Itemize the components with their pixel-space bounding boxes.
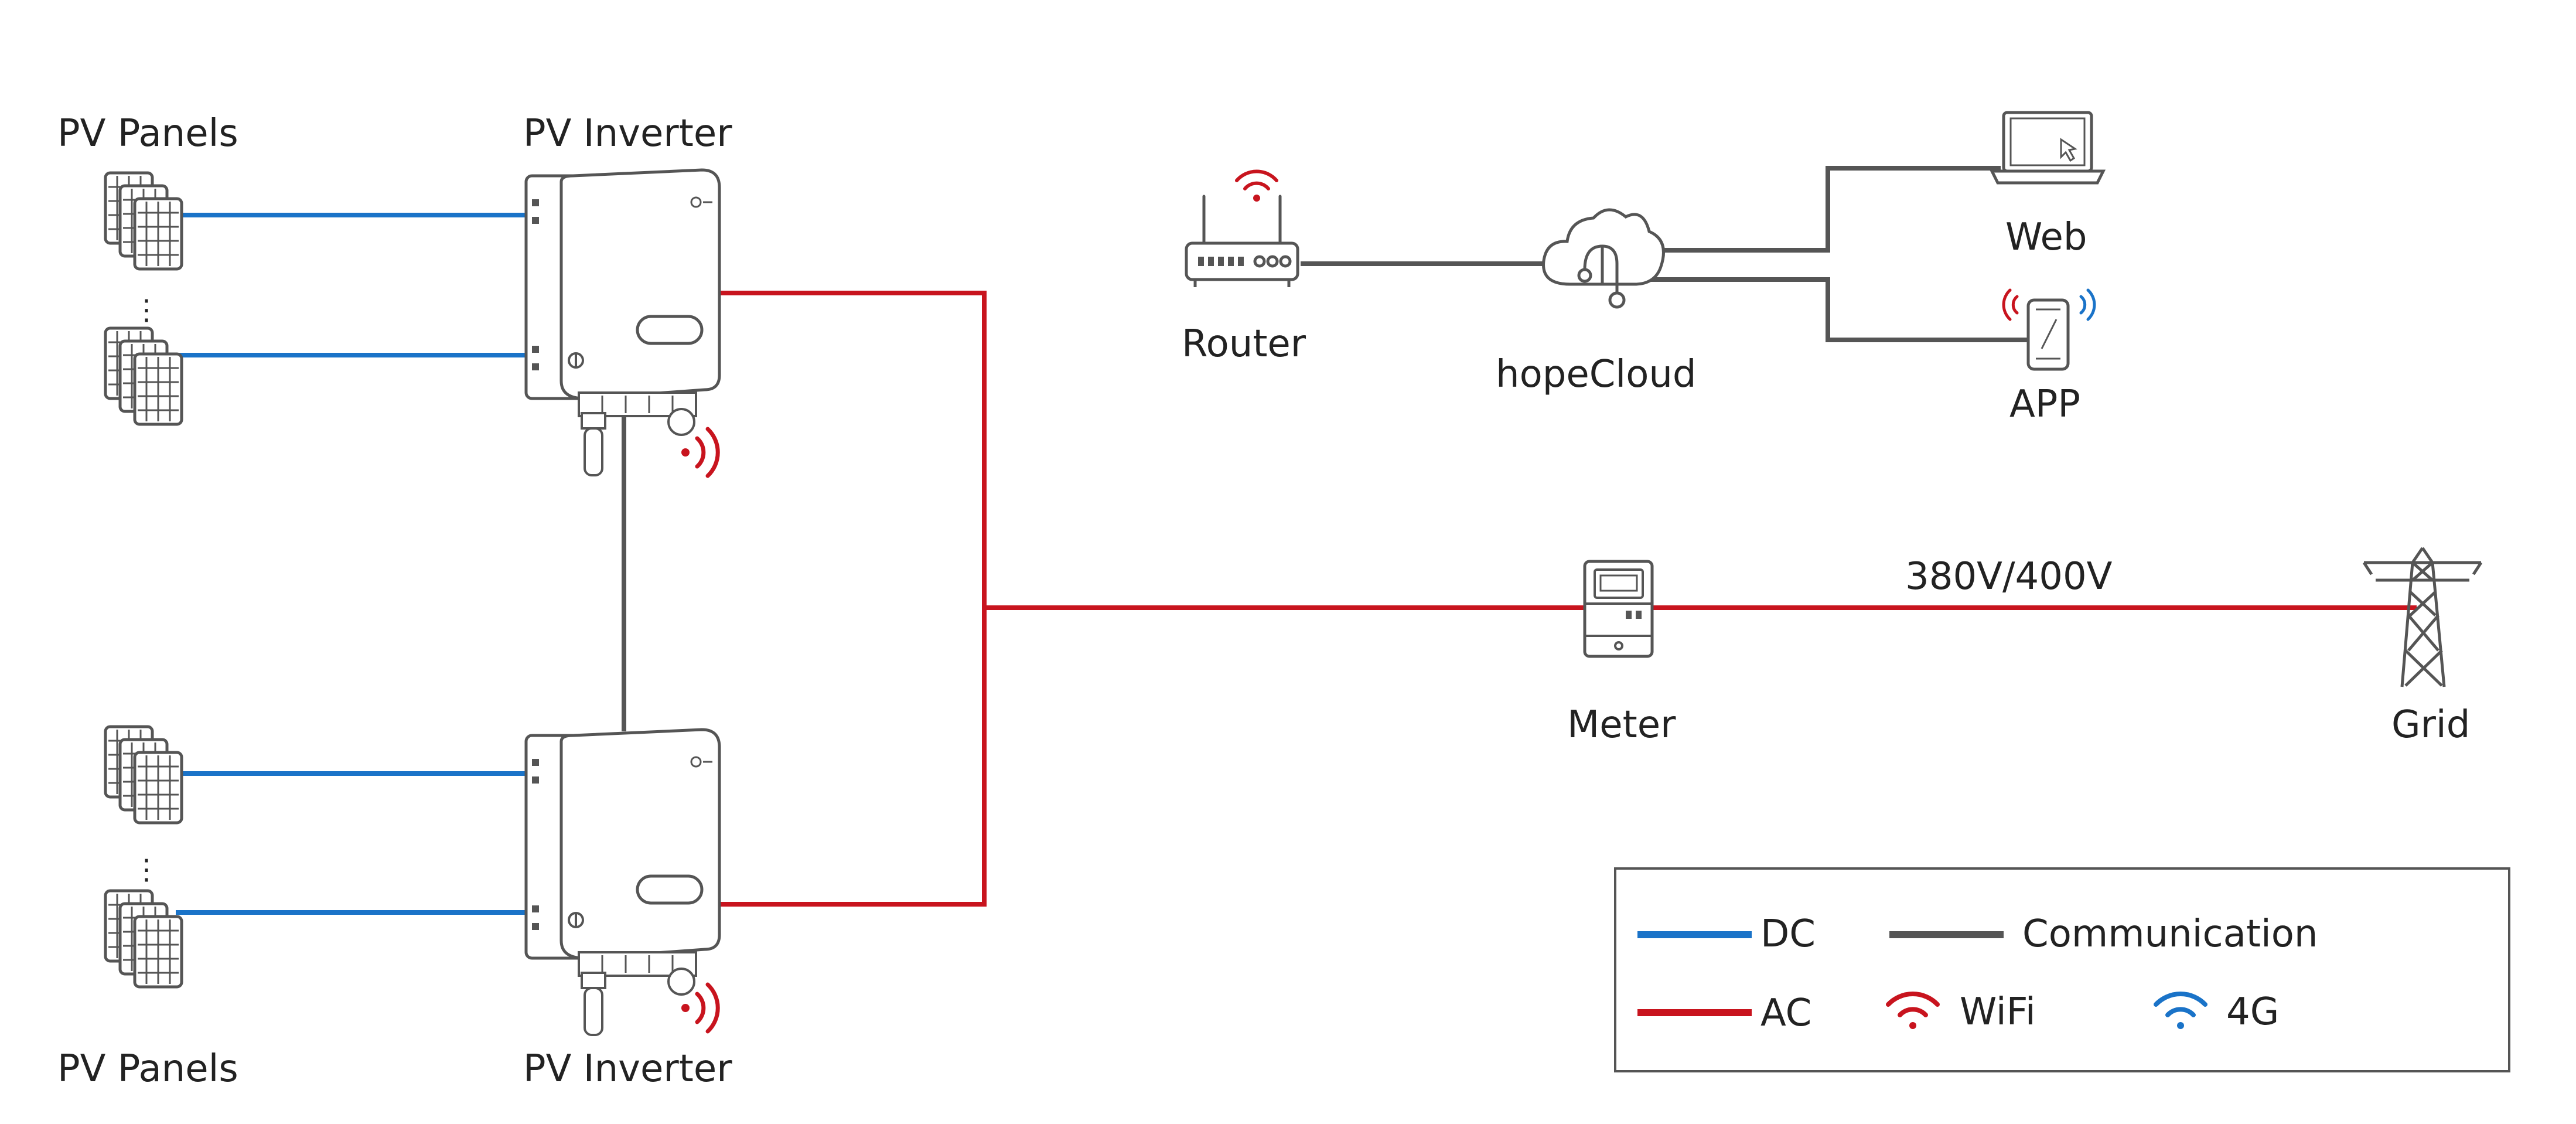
- web-label: Web: [2005, 216, 2087, 259]
- solar-panel-icon: [105, 891, 182, 987]
- pylon-icon: [2362, 547, 2483, 687]
- comm-line-cloud-web: [1637, 166, 2001, 253]
- ac-line: [718, 291, 987, 907]
- legend-4g-label: 4G: [2226, 990, 2280, 1034]
- ellipsis-bottom: ⋮: [132, 853, 161, 886]
- phone-icon: [2026, 298, 2070, 371]
- cloud-icon: [1542, 208, 1665, 309]
- wifi-icon: [1886, 992, 1940, 1029]
- router-label: Router: [1182, 322, 1306, 366]
- solar-panel-icon: [105, 727, 182, 823]
- ellipsis-top: ⋮: [132, 294, 161, 326]
- legend-dc-label: DC: [1760, 912, 1816, 956]
- pv-inverter-label-bottom: PV Inverter: [523, 1047, 732, 1091]
- app-label: APP: [2009, 383, 2080, 426]
- router-icon: [1185, 195, 1299, 287]
- solar-panel-icon: [105, 173, 182, 269]
- pv-panels-label-bottom: PV Panels: [57, 1047, 238, 1091]
- legend-communication-label: Communication: [2022, 912, 2318, 956]
- solar-panel-icon: [105, 328, 182, 424]
- cloud-label: hopeCloud: [1496, 353, 1697, 396]
- signal-4g-icon: [2079, 288, 2096, 321]
- voltage-label: 380V/400V: [1905, 555, 2113, 598]
- inverter-icon: [526, 730, 719, 1035]
- grid-label: Grid: [2391, 703, 2471, 747]
- laptop-icon: [1989, 111, 2106, 185]
- legend-box: [1614, 867, 2510, 1072]
- pv-panels-label-top: PV Panels: [57, 112, 238, 155]
- wifi-icon: [1235, 169, 1278, 202]
- legend-ac-label: AC: [1760, 992, 1812, 1035]
- comm-line-cloud-app: [1637, 277, 2027, 342]
- wifi-icon: [2002, 288, 2019, 321]
- wifi-icon: [681, 429, 718, 476]
- meter-icon: [1583, 560, 1654, 658]
- pv-inverter-label-top: PV Inverter: [523, 112, 732, 155]
- meter-label: Meter: [1567, 703, 1676, 747]
- legend-wifi-label: WiFi: [1960, 990, 2036, 1034]
- signal-4g-icon: [2154, 992, 2207, 1029]
